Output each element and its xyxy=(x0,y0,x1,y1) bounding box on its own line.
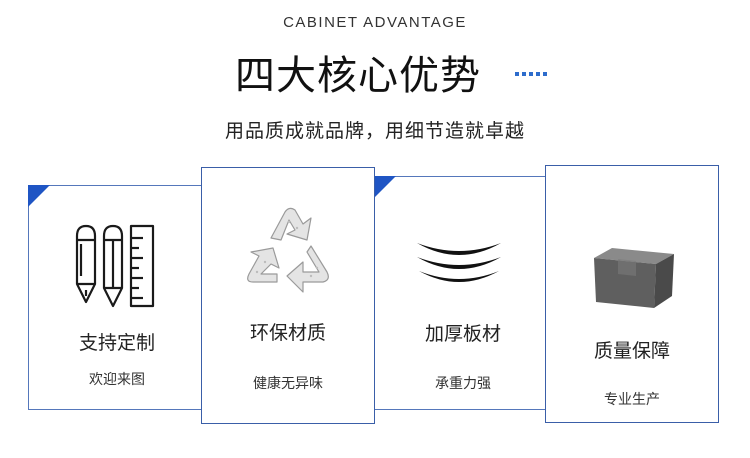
card-label: 支持定制 xyxy=(78,332,155,354)
card-sub: 承重力强 xyxy=(435,376,491,392)
feature-card-quality: 质量保障 专业生产 xyxy=(545,165,719,423)
layered-boards-icon xyxy=(417,243,501,282)
card-label: 质量保障 xyxy=(593,340,670,362)
card-sub: 欢迎来图 xyxy=(89,372,145,388)
page-title: 四大核心优势 xyxy=(235,53,481,99)
pens-ruler-icon xyxy=(75,224,155,308)
slogan: 用品质成就品牌，用细节造就卓越 xyxy=(224,120,525,142)
card-sub: 健康无异味 xyxy=(253,376,323,392)
card-sub: 专业生产 xyxy=(604,392,660,408)
recycle-icon xyxy=(247,207,329,293)
english-heading: CABINET ADVANTAGE xyxy=(283,14,467,31)
decorative-dots xyxy=(515,72,547,76)
box-icon xyxy=(594,248,674,308)
feature-card-thick-board: 加厚板材 承重力强 xyxy=(374,176,552,410)
feature-card-eco: 环保材质 健康无异味 xyxy=(201,167,375,424)
corner-accent xyxy=(28,185,50,207)
card-label: 加厚板材 xyxy=(424,323,501,345)
card-label: 环保材质 xyxy=(249,322,326,344)
feature-card-custom: 支持定制 欢迎来图 xyxy=(28,185,206,410)
corner-accent xyxy=(374,176,396,198)
